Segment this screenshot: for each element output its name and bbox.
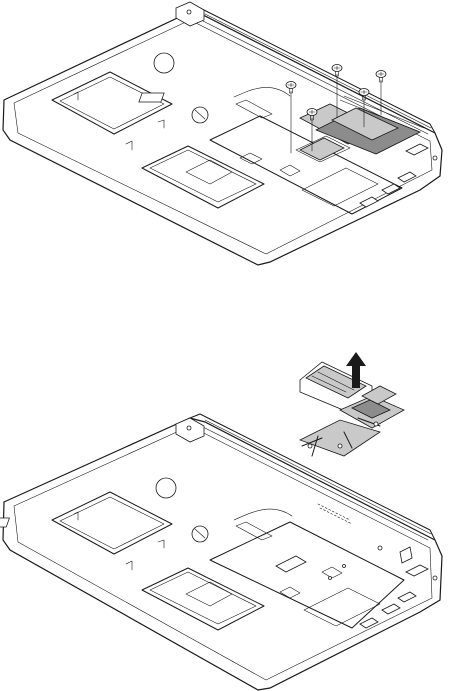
step-1-panel <box>3 2 442 265</box>
base-cover <box>0 414 442 690</box>
step-2-panel <box>0 352 442 690</box>
